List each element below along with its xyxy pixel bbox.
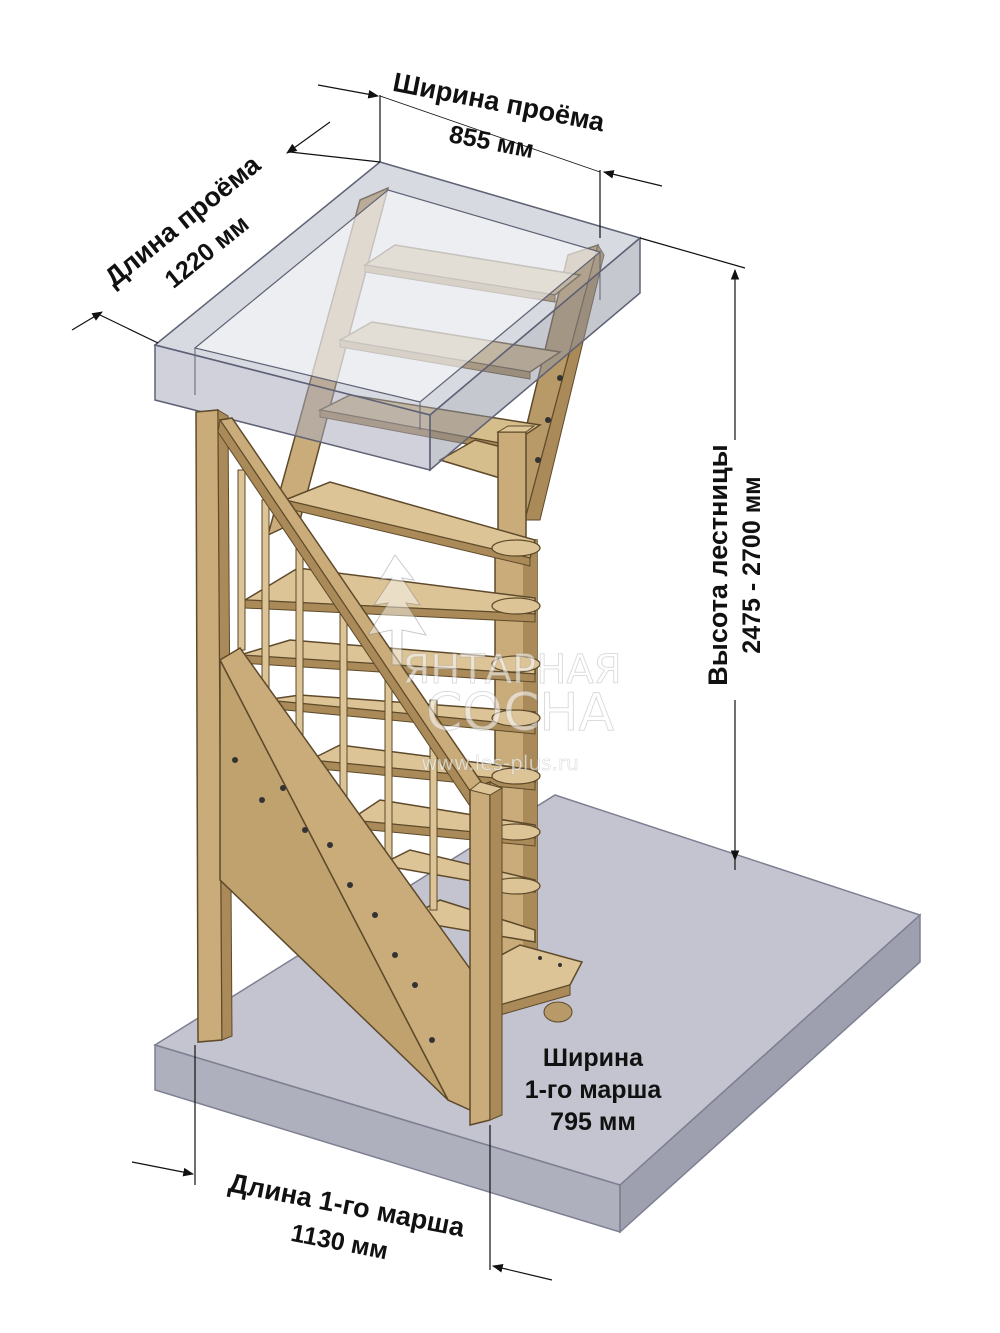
opening-length-arrow-top	[286, 121, 331, 154]
frame-front-right	[429, 236, 641, 472]
watermark: ЯНТАРНАЯ СОСНА www.les-plus.ru	[366, 554, 622, 775]
flight-width-label-line1: Ширина	[543, 1044, 644, 1072]
opening-width-arrow-right	[602, 170, 663, 187]
flight-length-value: 1130 мм	[289, 1219, 391, 1265]
stair-height-label: Высота лестницы	[703, 444, 733, 685]
flight-length-arrow-right	[491, 1264, 553, 1281]
flight-width-value: 795 мм	[550, 1108, 636, 1136]
floor-side-face	[619, 913, 921, 1234]
watermark-line1: ЯНТАРНАЯ	[402, 647, 621, 693]
opening-frame	[153, 161, 642, 472]
opening-width-arrow-left	[317, 84, 380, 99]
flight-length-arrow-left	[131, 1161, 195, 1177]
pine-tree-icon	[366, 554, 428, 666]
front-stringer	[219, 647, 479, 1112]
newel-post	[468, 780, 504, 1126]
dimension-lines	[71, 84, 746, 1281]
opening-width-value: 855 мм	[447, 120, 536, 164]
opening-width-label: Ширина проёма	[391, 67, 608, 138]
opening-length-arrow-bottom	[71, 311, 103, 331]
watermark-url: www.les-plus.ru	[421, 751, 579, 775]
stair-height-value: 2475 - 2700 мм	[738, 476, 766, 653]
flight-width-label-line2: 1-го марша	[525, 1076, 663, 1104]
watermark-line2: СОСНА	[426, 683, 615, 743]
